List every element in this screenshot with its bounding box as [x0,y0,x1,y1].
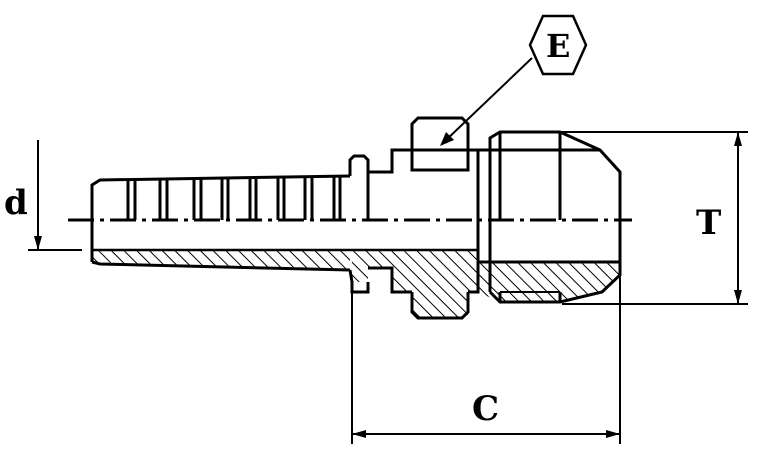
dimension-t-label: T [696,203,721,243]
dimension-t [562,131,748,305]
section-hatching [92,250,620,318]
hex-callout-e [440,14,588,146]
dimension-c [351,275,621,444]
fitting-outline [90,116,622,320]
dimension-c-label: C [472,389,499,429]
hex-callout-e-label: E [546,27,570,65]
dimension-d-label: d [4,183,28,223]
dimension-d [28,140,82,251]
